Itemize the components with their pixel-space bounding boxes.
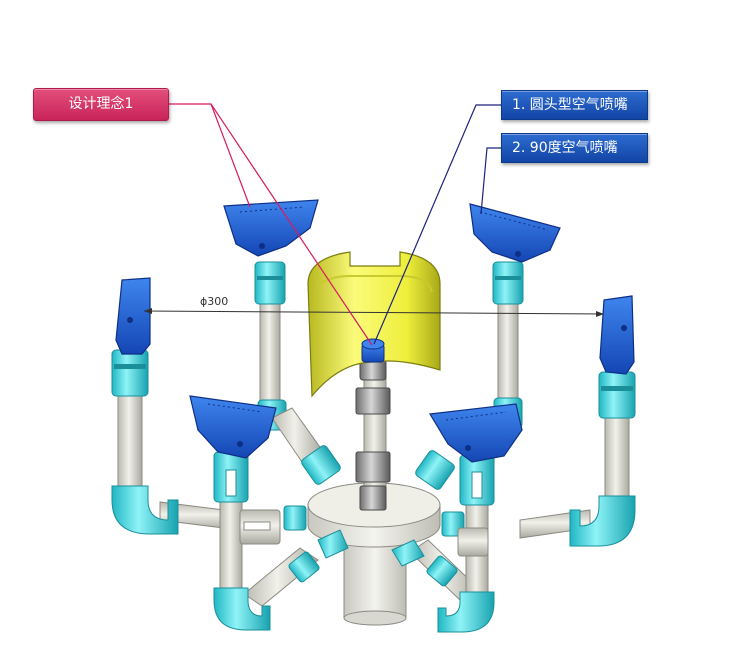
round-nozzle-callout: 1. 圆头型空气喷嘴 — [501, 90, 648, 120]
leader-nozzle-90 — [480, 147, 501, 215]
leader-nozzle-round — [373, 104, 501, 345]
leader-design-concept-a — [169, 103, 251, 208]
right-outer-riser — [569, 371, 636, 547]
left-outer-riser — [111, 349, 179, 535]
hub-fittings — [283, 505, 465, 587]
leader-design-concept-b — [210, 103, 373, 346]
diameter-dimension: ϕ300 — [143, 295, 605, 317]
nozzle-left-outer — [115, 277, 151, 355]
diameter-label: ϕ300 — [200, 295, 228, 308]
ninety-degree-nozzle-callout: 2. 90度空气喷嘴 — [501, 133, 648, 163]
central-riser — [355, 359, 391, 511]
round-head-nozzle — [361, 338, 385, 363]
front-left-riser — [213, 451, 281, 631]
yellow-shield — [307, 251, 441, 398]
nozzle-right-outer — [599, 295, 635, 375]
nozzle-back-left — [223, 199, 319, 257]
nozzle-back-right — [469, 203, 561, 263]
nozzle-front-right — [429, 403, 523, 463]
design-concept-callout: 设计理念1 — [33, 88, 169, 121]
nozzle-front-left — [189, 395, 277, 459]
front-right-riser — [437, 454, 495, 633]
leader-lines — [169, 103, 501, 346]
